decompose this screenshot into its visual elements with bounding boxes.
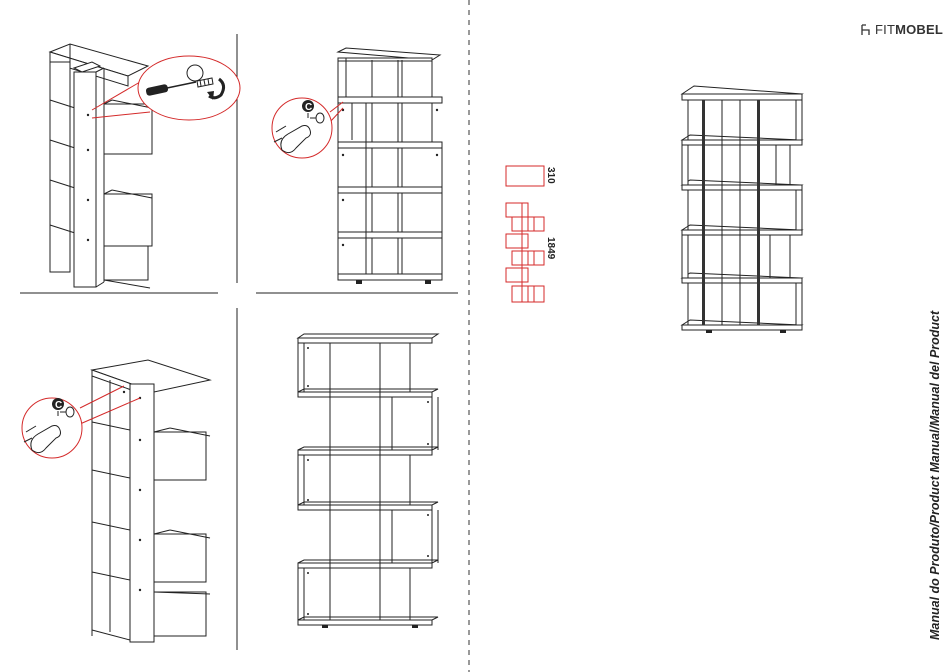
brand-prefix: FIT: [875, 22, 895, 37]
width-dimension-label: 310: [545, 167, 556, 184]
manual-title: Manual do Produto/Product Manual/Manual …: [928, 311, 942, 640]
svg-text:C: C: [55, 400, 62, 411]
step-cap-covers-rear: C: [22, 360, 210, 642]
step-finished-front: [298, 334, 438, 628]
brand-suffix: MOBEL: [895, 22, 943, 37]
height-dimension-label: 1849: [545, 237, 556, 259]
product-overview-drawing: [682, 86, 802, 333]
dimension-schematic: [506, 166, 544, 302]
step-cap-covers-top: C: [272, 48, 442, 284]
step-attach-panel-screw: [50, 44, 240, 288]
chair-icon: [860, 24, 871, 36]
svg-text:C: C: [305, 102, 312, 113]
